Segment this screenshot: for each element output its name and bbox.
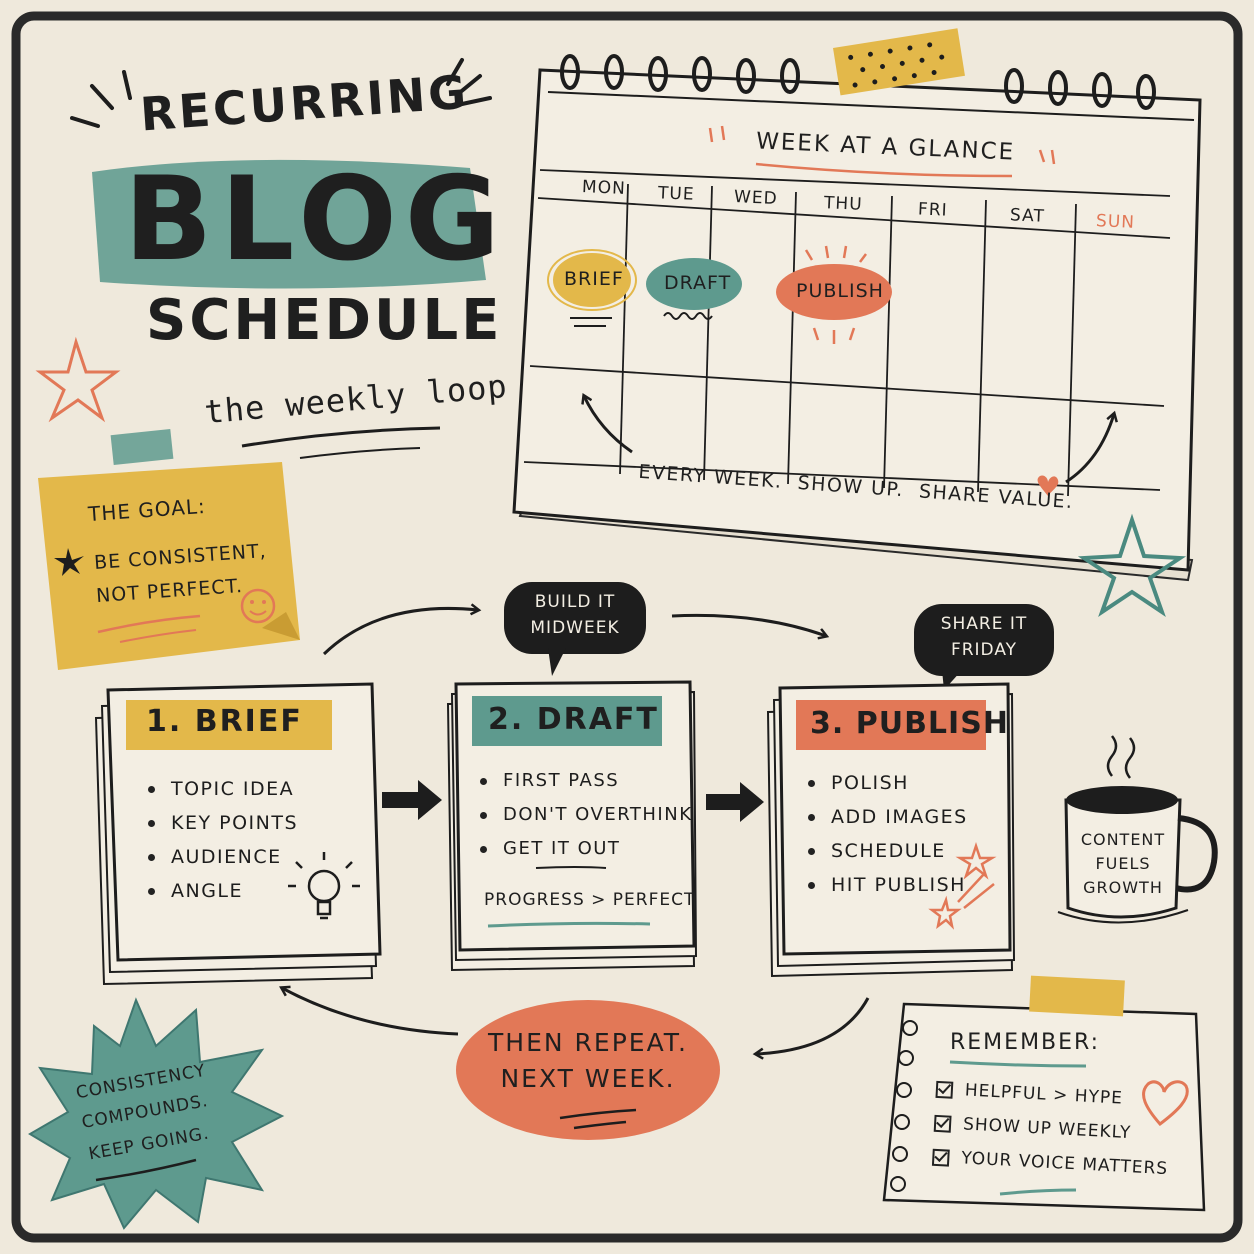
burst-lines-icon	[70, 58, 492, 128]
step-1-items: TOPIC IDEA KEY POINTS AUDIENCE ANGLE	[148, 772, 298, 908]
heart-outline-icon	[1142, 1080, 1189, 1127]
goal-sticky-note	[38, 428, 300, 670]
star-doodle-icon	[35, 336, 121, 423]
day-sun: SUN	[1095, 211, 1136, 233]
day-wed: WED	[733, 187, 779, 209]
day-fri: FRI	[917, 199, 949, 221]
calendar-illustration	[512, 28, 1202, 582]
step-card-brief	[94, 682, 382, 986]
tagline-underline	[241, 426, 441, 448]
teal-star-icon	[1077, 513, 1187, 617]
step-3-item: POLISH	[808, 766, 968, 800]
step-1-title: 1. BRIEF	[146, 704, 303, 739]
title-blog: BLOG	[124, 152, 509, 287]
arrow-publish-to-repeat	[756, 997, 870, 1054]
step-3-item: HIT PUBLISH	[808, 868, 968, 902]
repeat-line-1: THEN REPEAT.	[488, 1028, 688, 1057]
repeat-blob	[456, 1000, 720, 1140]
step-2-item: FIRST PASS	[480, 764, 693, 798]
step-2-title: 2. DRAFT	[488, 702, 659, 737]
step-1-item: AUDIENCE	[148, 840, 298, 874]
arrow-repeat-to-brief	[282, 988, 459, 1036]
sparkle-icon	[54, 548, 84, 576]
teal-brush-stroke	[92, 159, 486, 289]
checkbox-icon	[931, 1148, 950, 1167]
grunge-frame	[11, 11, 1243, 1243]
calendar-event-draft: DRAFT	[664, 272, 732, 294]
step-3-item: SCHEDULE	[808, 834, 968, 868]
remember-list: HELPFUL > HYPE SHOW UP WEEKLY YOUR VOICE…	[931, 1072, 1172, 1186]
heart-icon	[1037, 475, 1059, 496]
coffee-mug-icon	[1057, 735, 1218, 924]
tagline-underline-2	[299, 447, 421, 459]
title-schedule: SCHEDULE	[146, 288, 503, 353]
step-2-items: FIRST PASS DON'T OVERTHINK GET IT OUT	[480, 764, 693, 866]
step-1-item: KEY POINTS	[148, 806, 298, 840]
mug-line-2: FUELS	[1095, 854, 1151, 873]
step-3-title: 3. PUBLISH	[810, 706, 1009, 741]
checkbox-icon	[933, 1114, 952, 1133]
arrow-brief-to-build	[322, 608, 478, 656]
sparkle-stars-icon	[928, 842, 997, 930]
block-arrow-2	[706, 782, 764, 822]
day-mon: MON	[581, 177, 627, 199]
mug-line-1: CONTENT	[1080, 830, 1166, 849]
bubble-share-line-1: SHARE IT	[940, 614, 1028, 634]
lightbulb-icon	[288, 852, 360, 920]
calendar-event-brief: BRIEF	[564, 268, 624, 290]
bubble-build-line-2: MIDWEEK	[530, 618, 620, 638]
step-2-footer: PROGRESS > PERFECT	[484, 890, 696, 910]
arrow-build-to-share	[671, 613, 826, 636]
step-1-item: TOPIC IDEA	[148, 772, 298, 806]
teal-starburst	[28, 997, 285, 1230]
day-sat: SAT	[1009, 205, 1046, 227]
mug-line-3: GROWTH	[1083, 878, 1163, 897]
step-2-item: GET IT OUT	[480, 832, 693, 866]
checkbox-icon	[935, 1080, 954, 1099]
block-arrow-1	[382, 780, 442, 820]
day-tue: TUE	[657, 183, 695, 205]
step-2-item: DON'T OVERTHINK	[480, 798, 693, 832]
spiral-rings	[560, 54, 1156, 110]
smiley-icon	[240, 588, 276, 624]
bubble-build-line-1: BUILD IT	[534, 592, 616, 612]
calendar-event-publish: PUBLISH	[796, 280, 884, 302]
step-card-draft	[446, 680, 698, 972]
bubble-build-it-midweek	[504, 582, 646, 676]
step-1-item: ANGLE	[148, 874, 298, 908]
step-card-publish	[766, 682, 1016, 978]
bubble-share-line-2: FRIDAY	[950, 640, 1018, 660]
repeat-line-2: NEXT WEEK.	[500, 1064, 676, 1093]
step-3-item: ADD IMAGES	[808, 800, 968, 834]
step-3-items: POLISH ADD IMAGES SCHEDULE HIT PUBLISH	[808, 766, 968, 902]
remember-heading: REMEMBER:	[950, 1030, 1101, 1055]
day-thu: THU	[823, 193, 864, 215]
remember-notebook	[882, 975, 1206, 1212]
